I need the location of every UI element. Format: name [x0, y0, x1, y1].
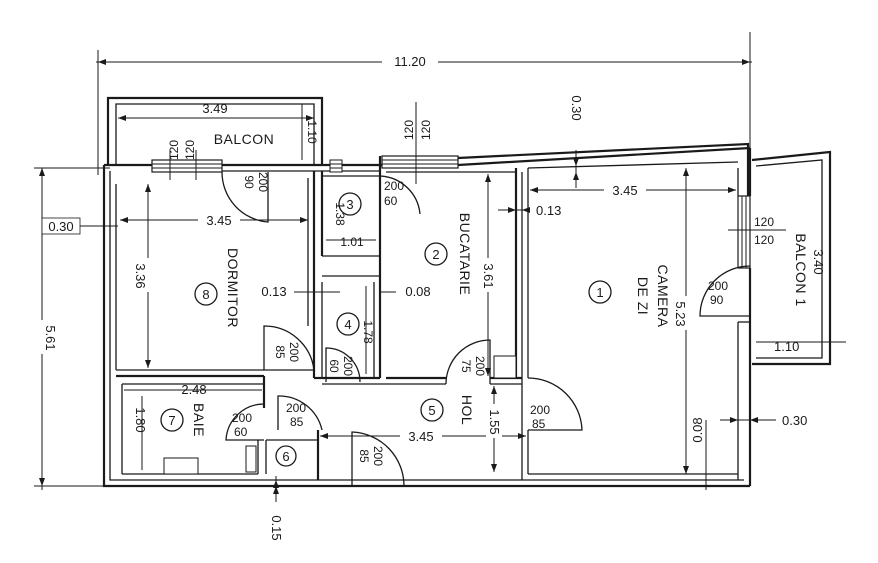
- win-bucatarie-bottom: 120: [419, 120, 433, 140]
- door-dormitor-b: 85: [273, 345, 287, 359]
- dim-wall-013-left: 0.13: [261, 284, 286, 299]
- dim-baie-width: 2.48: [181, 382, 206, 397]
- door-dormitor-a: 200: [287, 342, 301, 362]
- door-baie-b: 60: [234, 425, 248, 439]
- dim-bucatarie-height: 3.61: [481, 263, 496, 288]
- room-space-6: 6: [265, 430, 320, 480]
- room-number-7: 7: [168, 413, 175, 428]
- dim-baie-height: 1.80: [133, 407, 148, 432]
- door-cam-hol-a: 200: [530, 403, 550, 417]
- dim-balcon-width: 3.49: [202, 101, 227, 116]
- win-bucatarie-top: 120: [402, 120, 416, 140]
- wall-013-left: 0.13: [261, 284, 340, 299]
- door-hol-dorm-a: 200: [286, 401, 306, 415]
- door-bucatarie-a: 200: [384, 179, 404, 193]
- door-camera-a: 200: [708, 279, 728, 293]
- door-entry-b: 85: [357, 449, 371, 463]
- room-number-5: 5: [428, 403, 435, 418]
- door-buc-hol-a: 200: [473, 356, 487, 376]
- dim-dormitor-width: 3.45: [206, 213, 231, 228]
- door-cam-hol-b: 85: [532, 417, 546, 431]
- hol-dormitor-door: 200 85: [277, 395, 323, 431]
- win-camera-a: 120: [754, 215, 774, 229]
- room-number-4: 4: [344, 317, 351, 332]
- bucatarie-label: BUCATARIE: [457, 213, 473, 296]
- balcon-window: 120 120: [151, 140, 223, 180]
- camera-label-line2: DE ZI: [635, 277, 651, 315]
- dim-hol-height: 1.55: [487, 409, 502, 434]
- left-wall-dimension: 0.30: [41, 217, 118, 235]
- room-dormitor: 3.45 3.36 8 DORMITOR: [115, 171, 316, 378]
- door-space4-a: 200: [341, 356, 355, 376]
- dim-camera-width: 3.45: [612, 183, 637, 198]
- room-bucatarie: 120 120 200 60 3.61 2 BUCATARIE: [379, 102, 523, 480]
- overall-width-dimension: 11.20: [96, 32, 752, 175]
- dim-top-wall: 0.30: [569, 95, 584, 120]
- outer-walls: [102, 142, 752, 488]
- room-number-3: 3: [346, 197, 353, 212]
- room-hol: 3.45 1.55 5 HOL: [314, 376, 526, 472]
- dim-camera-height: 5.23: [673, 301, 688, 326]
- dim-wall-008-mid: 0.08: [405, 284, 430, 299]
- dim-wall-013-right: 0.13: [536, 203, 561, 218]
- door-entry-a: 200: [371, 446, 385, 466]
- dim-space3-height: 1.38: [333, 202, 347, 226]
- dim-wall-008-right: 0.08: [690, 417, 705, 442]
- baie-label: BAIE: [191, 403, 207, 437]
- dim-overall-width: 11.20: [394, 54, 426, 69]
- room-camera: 3.45 5.23 1 CAMERA DE ZI 0.08: [527, 161, 739, 490]
- door-hol-dorm-b: 85: [290, 415, 304, 429]
- room-number-1: 1: [596, 285, 603, 300]
- door-camera-b: 90: [710, 293, 724, 307]
- win-balcon-bottom: 120: [183, 140, 197, 160]
- door-balcon-a: 200: [256, 172, 270, 192]
- dim-space4-height: 1.78: [361, 320, 375, 344]
- door-balcon-b: 90: [242, 175, 256, 189]
- dim-balcon-depth: 1.10: [305, 120, 319, 144]
- balcon-1: 3.40 BALCON 1 1.10: [751, 150, 846, 366]
- room-number-6: 6: [282, 449, 289, 464]
- bottom-wall-dimension: 0.15: [269, 476, 284, 541]
- baie-door: 200 60: [225, 403, 265, 441]
- camera-balcon-door: 200 90: [699, 265, 751, 317]
- room-space-3: 3 1.38 1.01: [320, 156, 382, 378]
- hol-label: HOL: [459, 395, 475, 425]
- camera-hol-door: 200 85: [527, 377, 583, 431]
- dim-right-wall: 0.30: [782, 413, 807, 428]
- space4-door: 200 60: [325, 347, 361, 383]
- dormitor-door: 200 85: [263, 325, 315, 371]
- door-space4-b: 60: [327, 359, 341, 373]
- door-buc-hol-b: 75: [459, 359, 473, 373]
- win-camera-b: 120: [754, 233, 774, 247]
- top-wall-dimension: 0.30: [569, 95, 584, 188]
- dim-hol-width: 3.45: [408, 429, 433, 444]
- dim-space3-width: 1.01: [340, 235, 364, 249]
- dim-left-wall: 0.30: [48, 219, 73, 234]
- room-number-2: 2: [432, 247, 439, 262]
- balcon: 3.49 BALCON 1.10: [106, 96, 324, 165]
- entry-door: 200 85: [351, 431, 405, 487]
- room-baie: 2.48 1.80 7 BAIE: [121, 376, 266, 475]
- camera-label-line1: CAMERA: [655, 265, 671, 328]
- balcon-door: 200 90: [221, 172, 270, 223]
- dim-dormitor-height: 3.36: [133, 263, 148, 288]
- camera-window: 120 120: [728, 195, 786, 269]
- overall-height-dimension: 5.61: [34, 167, 110, 490]
- door-baie-a: 200: [232, 411, 252, 425]
- room-space-4: 4 1.78 0.08: [321, 282, 431, 380]
- dim-bottom-wall: 0.15: [269, 515, 284, 540]
- room-number-8: 8: [202, 287, 209, 302]
- win-balcon-top: 120: [167, 140, 181, 160]
- wall-013-right: 0.13: [498, 203, 561, 218]
- balcon-label: BALCON: [214, 131, 275, 147]
- dormitor-label: DORMITOR: [225, 248, 241, 328]
- door-bucatarie-b: 60: [384, 194, 398, 208]
- balcon1-label: BALCON 1: [793, 233, 809, 306]
- dim-balcon1-height: 3.40: [811, 249, 826, 274]
- right-wall-dimension: 0.30: [720, 413, 807, 428]
- dim-balcon1-depth: 1.10: [774, 339, 799, 354]
- bucatarie-hol-door: 200 75: [445, 339, 491, 385]
- dim-overall-height: 5.61: [43, 325, 58, 350]
